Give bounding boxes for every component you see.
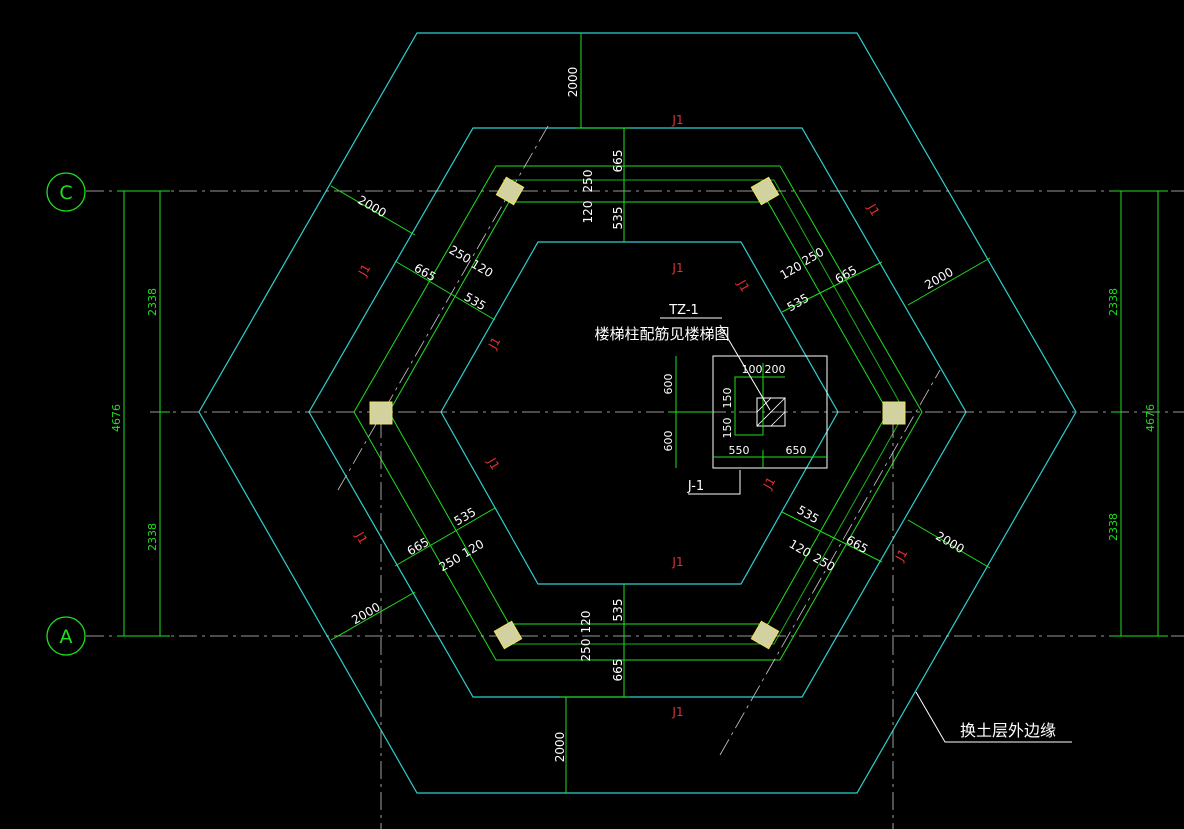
columns [369,176,906,650]
dim-right-2338-top: 2338 [1107,288,1120,316]
axis-label-c: C [59,182,72,204]
j1-leader [688,470,741,495]
dim-lr-250: 250 [811,551,838,575]
dim-bottom-250: 250 [579,639,593,662]
footing-leader-line [719,324,771,411]
dim-bottom-2000: 2000 [553,732,567,763]
j1-label-ll-outer: J1 [352,529,370,547]
dim-ul-535: 535 [462,290,489,314]
detail-dim-600-top: 600 [662,374,675,395]
dim-top-120: 120 [581,201,595,224]
right-dimension-chain [1111,190,1168,637]
dim-ur-120: 120 [778,259,805,283]
j1-label-bottom-outer: J1 [671,705,683,719]
dim-bottom-535: 535 [611,599,625,622]
axis-label-a: A [60,626,73,648]
bottom-dimension-chain [560,584,630,793]
j1-label-ur-inner: J1 [734,277,752,295]
soil-edge-leader [915,691,1072,743]
column-r [882,401,906,425]
beam-center-line-2 [503,411,906,645]
outer-hexagon [198,32,1077,794]
column-l [369,401,393,425]
dim-ur-2000: 2000 [922,265,955,292]
dim-ul-120: 120 [469,257,496,281]
dim-ur-535: 535 [785,291,812,315]
j1-label-ll-inner: J1 [484,455,502,473]
j1-label-lr-outer: J1 [892,547,910,565]
inner-hexagon [440,241,839,585]
dim-top-535: 535 [611,207,625,230]
tz1-label: TZ-1 [668,303,699,318]
j-1-label: J-1 [687,479,704,494]
dim-left-2338-top: 2338 [146,288,159,316]
dim-ll-120: 120 [460,537,487,561]
axis-bubble-c: C [46,172,86,212]
dim-top-250: 250 [581,170,595,193]
axis-lines [86,125,1184,829]
detail-dim-100: 100 [742,363,763,376]
footing-detail: 100 200 150 150 600 600 550 650 TZ-1 楼梯柱… [594,303,828,495]
j1-label-ul-outer: J1 [355,262,373,280]
column-hatch [756,397,786,427]
left-dimension-chain [118,190,170,637]
dim-ll-665: 665 [405,535,432,559]
dim-right-2338-bottom: 2338 [1107,513,1120,541]
j1-label-top-inner: J1 [671,261,683,275]
detail-dim-150-bottom: 150 [721,418,734,439]
diagonal-dimension-lines [330,185,991,641]
hexagons [198,32,1077,794]
beam-center-line [503,179,906,413]
j1-label-top-outer: J1 [671,113,683,127]
dim-right-4676: 4676 [1144,404,1157,432]
axis-line-d2 [719,369,941,756]
detail-dim-150-top: 150 [721,388,734,409]
dim-left-4676: 4676 [110,404,123,432]
dim-top-2000: 2000 [566,67,580,98]
dim-bottom-120: 120 [579,611,593,634]
axis-bubble-a: A [46,616,86,656]
dim-ul-665: 665 [412,261,439,285]
column-lr [750,620,780,650]
dim-lr-120: 120 [787,537,814,561]
dim-ll-2000: 2000 [349,600,382,627]
j1-label-ur-outer: J1 [864,201,882,219]
j1-label-bottom-inner: J1 [671,555,683,569]
dim-lr-665: 665 [844,533,871,557]
column-ur [750,176,780,206]
j1-label-ul-inner: J1 [485,335,503,353]
stair-column-note: 楼梯柱配筋见楼梯图 [594,325,729,343]
dim-ll-250: 250 [437,551,464,575]
soil-edge-callout: 换土层外边缘 [915,691,1072,743]
column-ll [493,620,523,650]
soil-edge-note: 换土层外边缘 [960,721,1056,740]
dim-left-2338-bottom: 2338 [146,523,159,551]
dim-bottom-665: 665 [611,659,625,682]
j1-labels: J1 J1 J1 J1 J1 J1 J1 J1 J1 J1 J1 J1 [352,113,910,719]
dim-ul-2000: 2000 [355,193,388,220]
dim-top-665: 665 [611,150,625,173]
dim-ur-665: 665 [833,263,860,287]
j1-label-lr-inner: J1 [760,475,778,493]
column-ul [495,176,525,206]
detail-dim-200: 200 [765,363,786,376]
detail-dim-650: 650 [786,444,807,457]
dim-lr-535: 535 [795,503,822,527]
dim-ll-535: 535 [452,505,479,529]
top-dimension-chain [576,33,630,242]
detail-dim-550: 550 [729,444,750,457]
detail-dim-600-bottom: 600 [662,431,675,452]
dim-lr-2000: 2000 [933,529,966,556]
